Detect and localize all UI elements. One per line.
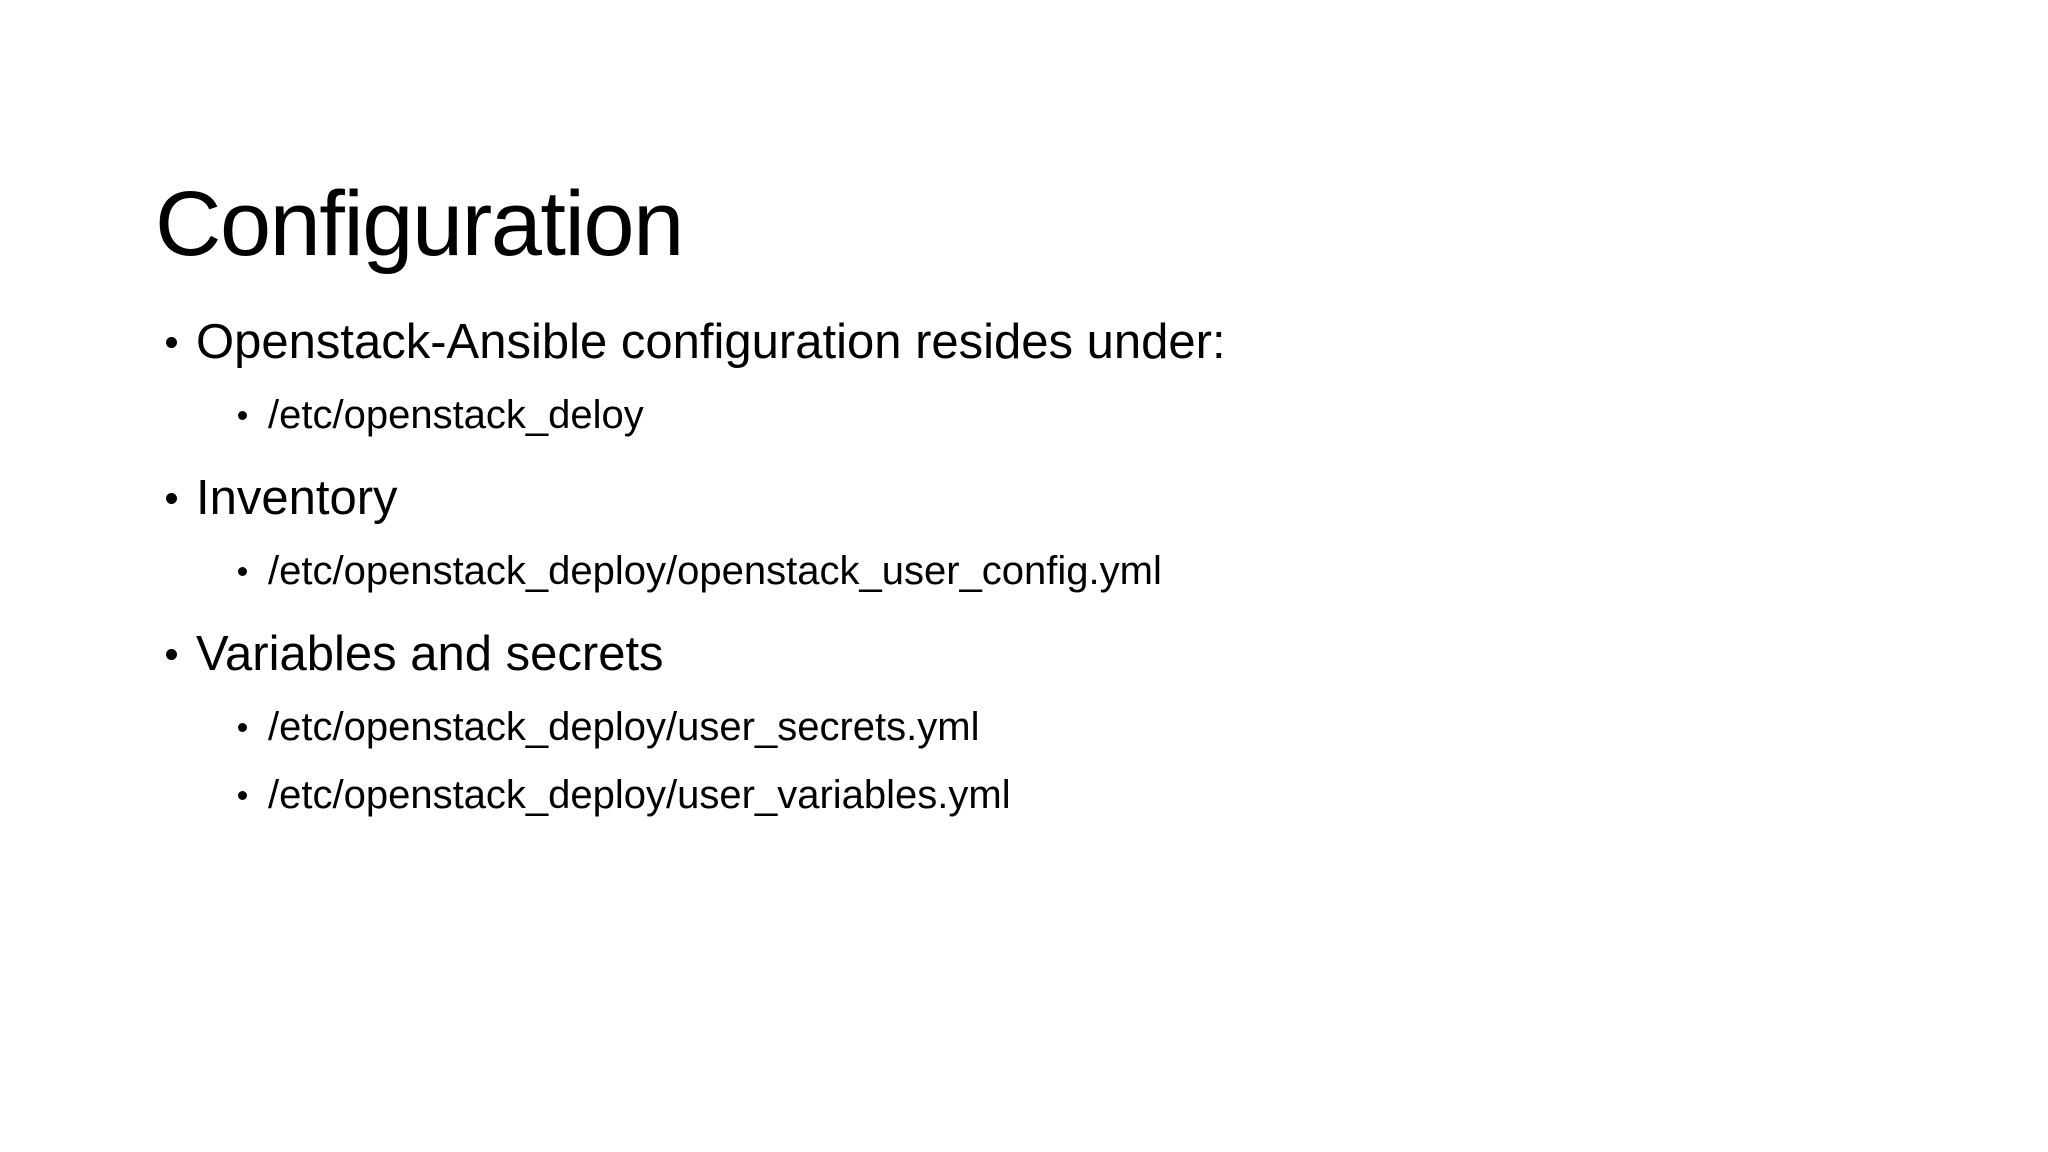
list-item: Variables and secrets: [150, 624, 1650, 684]
bullet-icon: [166, 493, 177, 504]
bullet-text: /etc/openstack_deploy/user_secrets.yml: [268, 705, 980, 749]
bullet-text: Inventory: [196, 471, 398, 525]
bullet-icon: [238, 411, 247, 420]
bullet-text: Variables and secrets: [196, 627, 664, 681]
bullet-icon: [238, 567, 247, 576]
list-item: /etc/openstack_deploy/openstack_user_con…: [228, 546, 1650, 596]
slide-title: Configuration: [155, 172, 684, 275]
bullet-text: /etc/openstack_deploy/openstack_user_con…: [268, 549, 1162, 593]
bullet-text: /etc/openstack_deloy: [268, 393, 644, 437]
list-item: /etc/openstack_deloy: [228, 390, 1650, 440]
bullet-text: Openstack-Ansible configuration resides …: [196, 315, 1226, 369]
list-item: /etc/openstack_deploy/user_variables.yml: [228, 770, 1650, 820]
bullet-icon: [238, 791, 247, 800]
bullet-text: /etc/openstack_deploy/user_variables.yml: [268, 773, 1011, 817]
bullet-icon: [166, 337, 177, 348]
bullet-list: Openstack-Ansible configuration resides …: [150, 312, 1650, 820]
bullet-icon: [166, 649, 177, 660]
list-item: Openstack-Ansible configuration resides …: [150, 312, 1650, 372]
list-item: Inventory: [150, 468, 1650, 528]
bullet-icon: [238, 723, 247, 732]
list-item: /etc/openstack_deploy/user_secrets.yml: [228, 702, 1650, 752]
